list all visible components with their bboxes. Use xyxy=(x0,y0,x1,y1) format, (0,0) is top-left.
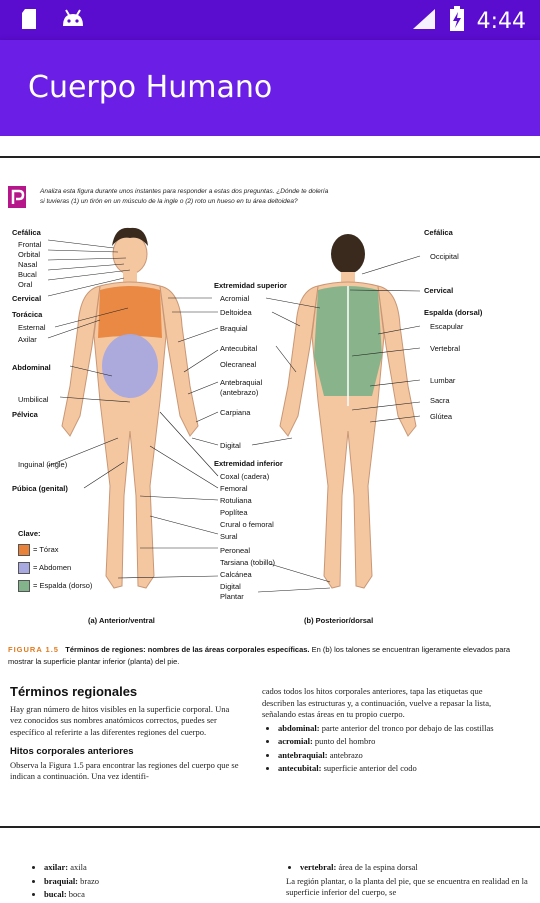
label-espalda: Espalda (dorsal) xyxy=(424,308,483,317)
label-braquial: Braquial xyxy=(220,324,248,333)
label-tarsiana: Tarsiana (tobillo) xyxy=(220,558,276,567)
app-bar: Cuerpo Humano xyxy=(0,40,540,136)
key-item-espalda: = Espalda (dorso) xyxy=(18,580,92,592)
status-time: 4:44 xyxy=(476,9,526,34)
view-anterior-label: (a) Anterior/ventral xyxy=(88,616,155,625)
p-logo-icon xyxy=(8,186,28,210)
list-item: abdominal: parte anterior del tronco por… xyxy=(278,723,502,735)
list-item: antecubital: superficie anterior del cod… xyxy=(278,763,502,775)
leader-lines xyxy=(47,239,421,593)
next-right-column: vertebral: área de la espina dorsal La r… xyxy=(286,860,528,899)
view-posterior-label: (b) Posterior/dorsal xyxy=(304,616,374,625)
label-plantar: Plantar xyxy=(220,592,244,601)
label-calcanea: Calcánea xyxy=(220,570,252,579)
label-orbital: Orbital xyxy=(18,250,41,259)
label-extremidad-inferior: Extremidad inferior xyxy=(214,459,283,468)
figure-caption-bold: Términos de regiones: nombres de las áre… xyxy=(65,645,310,654)
label-glutea: Glútea xyxy=(430,412,453,421)
label-sural: Sural xyxy=(220,532,238,541)
status-bar: 4:44 xyxy=(0,0,540,40)
anterior-body xyxy=(61,227,199,589)
label-pelvica: Pélvica xyxy=(12,410,38,419)
label-carpiana: Carpiana xyxy=(220,408,251,417)
torax-swatch xyxy=(18,544,30,556)
label-sacra: Sacra xyxy=(430,396,450,405)
label-cefalica: Cefálica xyxy=(12,228,41,237)
region-list: abdominal: parte anterior del tronco por… xyxy=(262,723,502,775)
posterior-body xyxy=(279,234,417,589)
label-occipital: Occipital xyxy=(430,252,459,261)
battery-charging-icon xyxy=(449,6,465,37)
body-figure xyxy=(47,227,421,593)
label-olecraneal: Olecraneal xyxy=(220,360,257,369)
label-rotuliana: Rotuliana xyxy=(220,496,252,505)
subsection-paragraph: Observa la Figura 1.5 para encontrar las… xyxy=(10,759,239,782)
label-escapular: Escapular xyxy=(430,322,464,331)
list-item: acromial: punto del hombro xyxy=(278,736,502,748)
left-column: Términos regionales Hay gran número de h… xyxy=(10,684,242,783)
label-cervical-post: Cervical xyxy=(424,286,454,295)
label-vertebral: Vertebral xyxy=(430,344,461,353)
label-nasal: Nasal xyxy=(18,260,38,269)
next-left-list: axilar: axila braquial: brazo bucal: boc… xyxy=(30,862,260,901)
intro-line-2: si tuvieras (1) un tirón en un músculo d… xyxy=(40,198,298,205)
list-item: antebraquial: antebrazo xyxy=(278,750,502,762)
next-left-column: axilar: axila braquial: brazo bucal: boc… xyxy=(30,860,260,903)
label-abdominal: Abdominal xyxy=(12,363,51,372)
key-title: Clave: xyxy=(18,529,41,538)
right-paragraph: cados todos los hitos corporales anterio… xyxy=(262,686,492,719)
label-crural: Crural o femoral xyxy=(220,520,274,529)
bottom-rule xyxy=(0,826,540,828)
label-inguinal: Inguinal (ingle) xyxy=(18,460,68,469)
list-item: braquial: brazo xyxy=(44,876,260,888)
label-acromial: Acromial xyxy=(220,294,250,303)
intro-line-1: Analiza esta figura durante unos instant… xyxy=(40,188,329,195)
list-item: vertebral: área de la espina dorsal xyxy=(300,862,528,874)
label-digital-2: Digital xyxy=(220,582,241,591)
list-item: bucal: boca xyxy=(44,889,260,901)
label-femoral: Femoral xyxy=(220,484,248,493)
label-cervical: Cervical xyxy=(12,294,42,303)
figure-caption-rest: En (b) los talones se encuentran ligeram… xyxy=(8,645,511,666)
figure-number: FIGURA 1.5 xyxy=(8,645,59,654)
section-title: Términos regionales xyxy=(10,684,138,699)
next-right-paragraph: La región plantar, o la planta del pie, … xyxy=(286,875,528,898)
signal-icon xyxy=(411,7,437,36)
label-bucal: Bucal xyxy=(18,270,37,279)
list-item: axilar: axila xyxy=(44,862,260,874)
app-title: Cuerpo Humano xyxy=(28,70,273,105)
label-toracica: Torácica xyxy=(12,310,43,319)
label-coxal: Coxal (cadera) xyxy=(220,472,270,481)
label-frontal: Frontal xyxy=(18,240,42,249)
label-antebraquial-2: (antebrazo) xyxy=(220,388,259,397)
next-right-list: vertebral: área de la espina dorsal xyxy=(286,862,528,874)
label-umbilical: Umbilical xyxy=(18,395,49,404)
figure-key: Clave: = Tórax = Abdomen = Espalda (dors… xyxy=(18,529,92,598)
label-oral: Oral xyxy=(18,280,33,289)
label-digital: Digital xyxy=(220,441,241,450)
section-paragraph: Hay gran número de hitos visibles en la … xyxy=(10,703,230,737)
subsection-title: Hitos corporales anteriores xyxy=(10,746,134,757)
book-page[interactable]: Analiza esta figura durante unos instant… xyxy=(0,136,540,900)
key-item-torax: = Tórax xyxy=(18,544,92,556)
label-esternal: Esternal xyxy=(18,323,46,332)
label-poplitea: Poplítea xyxy=(220,508,248,517)
label-antecubital: Antecubital xyxy=(220,344,258,353)
figure-caption: FIGURA 1.5 Términos de regiones: nombres… xyxy=(8,644,528,668)
label-deltoidea: Deltoidea xyxy=(220,308,252,317)
label-axilar: Axilar xyxy=(18,335,37,344)
right-column: cados todos los hitos corporales anterio… xyxy=(262,686,502,777)
sd-card-icon xyxy=(20,8,38,35)
label-pubica: Púbica (genital) xyxy=(12,484,68,493)
label-antebraquial: Antebraquial xyxy=(220,378,263,387)
label-peroneal: Peroneal xyxy=(220,546,251,555)
label-cefalica-post: Cefálica xyxy=(424,228,453,237)
top-rule xyxy=(0,156,540,158)
android-icon xyxy=(60,8,86,35)
label-lumbar: Lumbar xyxy=(430,376,456,385)
key-item-abdomen: = Abdomen xyxy=(18,562,92,574)
label-extremidad-superior: Extremidad superior xyxy=(214,281,287,290)
abdomen-swatch xyxy=(18,562,30,574)
espalda-swatch xyxy=(18,580,30,592)
